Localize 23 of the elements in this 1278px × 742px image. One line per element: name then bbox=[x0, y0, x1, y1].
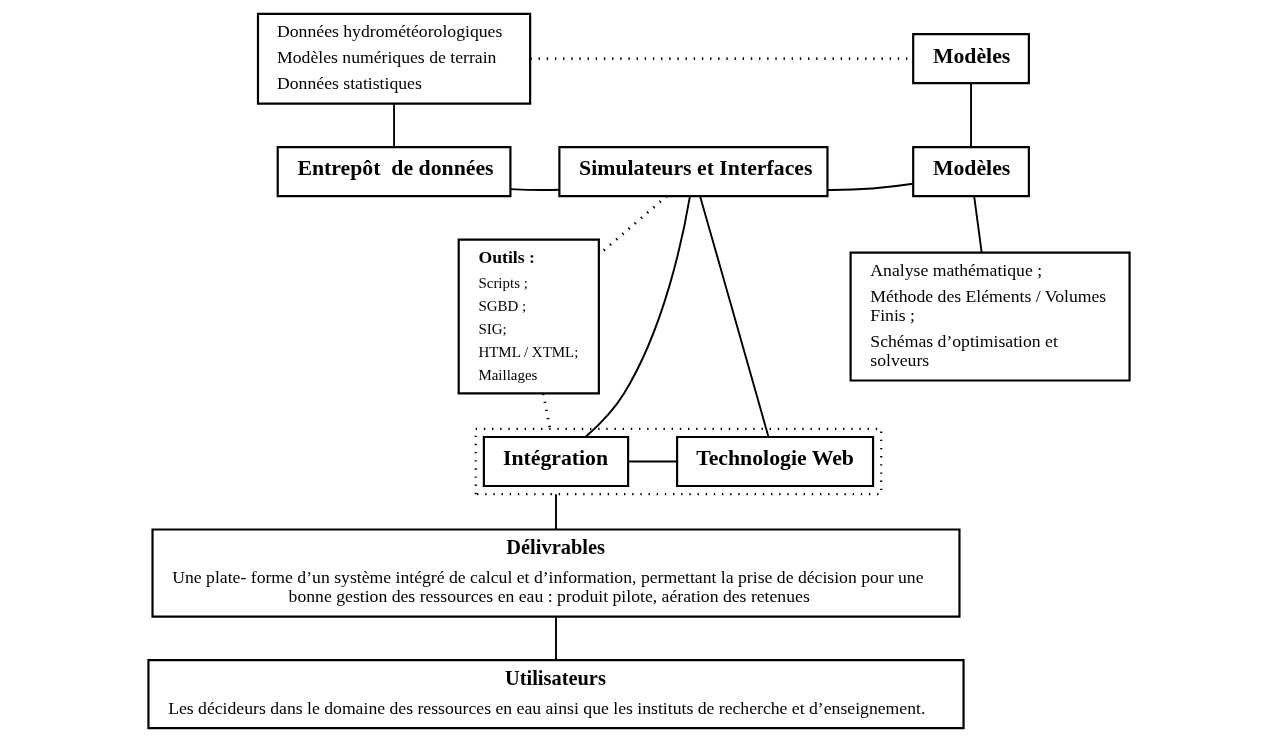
node-box: Modèles bbox=[912, 146, 1030, 198]
node-box: Données hydrométéorologiques Modèles numériques de terrain Données statistiques bbox=[256, 12, 532, 105]
node-box: Analyse mathématique ; Méthode des Eléments / Volumes Finis ; Schémas d’optimisation et solveurs bbox=[849, 251, 1131, 382]
connector bbox=[627, 460, 678, 463]
connector bbox=[970, 82, 972, 148]
node-box: Modèles bbox=[912, 33, 1030, 85]
connector bbox=[826, 182, 914, 191]
connector bbox=[973, 195, 983, 254]
node-box: Entrepôt de données bbox=[276, 146, 512, 198]
node-box: Délivrables Une plate- forme d’un système intégré de calcul et d’information, permettant la prise de décision pour une bonne gestion des ressources en eau : produit pilote, aération des retenues bbox=[151, 528, 961, 618]
node-box: Technologie Web bbox=[676, 435, 875, 488]
node-box: Intégration bbox=[482, 435, 630, 488]
node-box: Simulateurs et Interfaces bbox=[558, 146, 829, 198]
node-box: Utilisateurs Les décideurs dans le domaine des ressources en eau ainsi que les instituts de recherche et d’enseignement. bbox=[147, 659, 965, 730]
connector bbox=[509, 188, 561, 191]
connector bbox=[555, 493, 557, 531]
connector bbox=[584, 195, 691, 438]
connector bbox=[555, 616, 557, 661]
connector bbox=[541, 393, 552, 430]
connector bbox=[699, 195, 770, 438]
cluster bbox=[474, 427, 883, 496]
node-box: Outils : Scripts ; SGBD ; SIG; HTML / XTML; Maillages bbox=[457, 238, 600, 395]
connector bbox=[393, 102, 395, 148]
